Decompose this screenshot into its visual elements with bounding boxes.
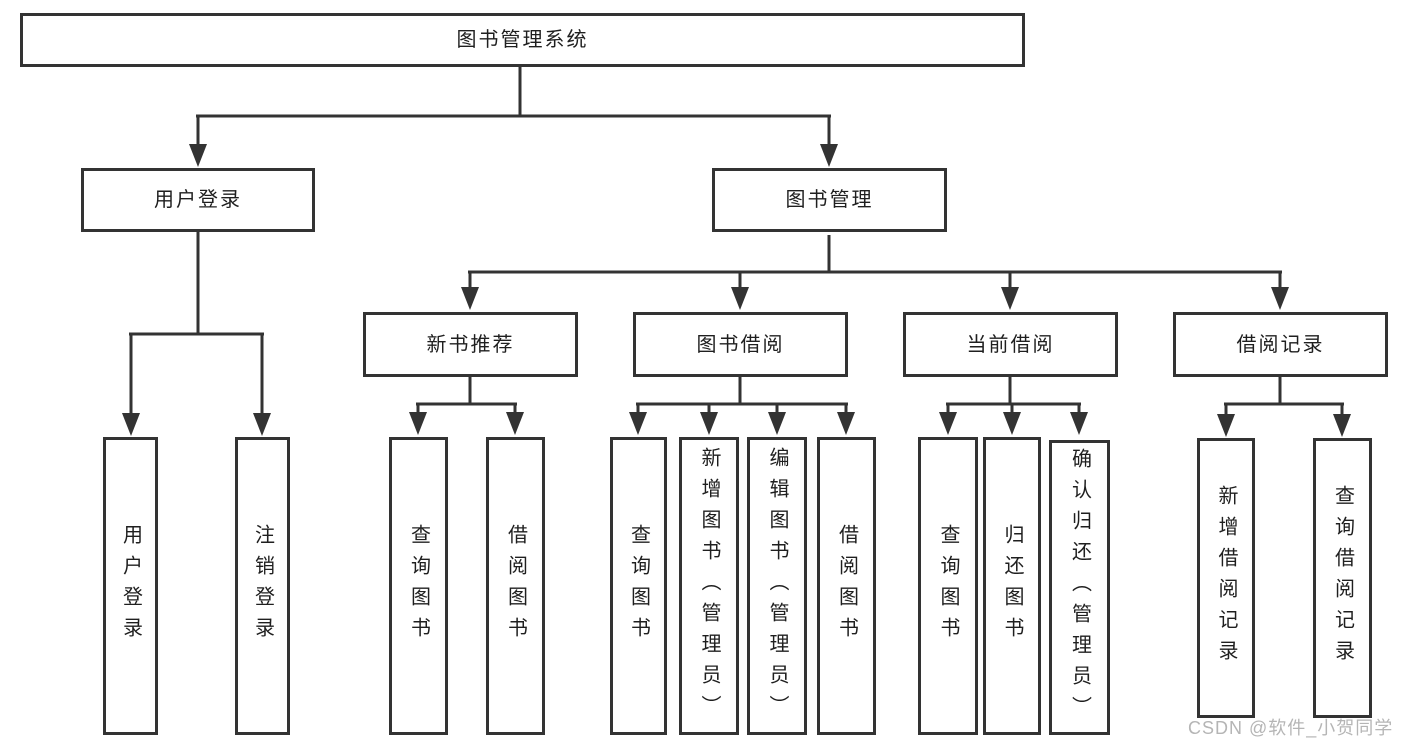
leaf-query-book-borrow: 查询图书 bbox=[610, 437, 667, 735]
arrow-down-icon bbox=[629, 412, 647, 435]
watermark: CSDN @软件_小贺同学 bbox=[1188, 718, 1394, 738]
arrow-down-icon bbox=[189, 144, 207, 167]
arrow-down-icon bbox=[700, 412, 718, 435]
leaf-user-login-label: 用户登录 bbox=[119, 524, 142, 648]
node-root-label: 图书管理系统 bbox=[456, 29, 589, 51]
node-user-login-label: 用户登录 bbox=[154, 189, 242, 211]
node-book-borrow: 图书借阅 bbox=[633, 312, 848, 377]
arrow-down-icon bbox=[837, 412, 855, 435]
leaf-confirm-return-admin: 确认归还（管理员） bbox=[1049, 440, 1110, 735]
connector-user-login-to-leaves bbox=[129, 232, 264, 414]
leaf-return-book-label: 归还图书 bbox=[1001, 524, 1023, 648]
leaf-add-borrow-record: 新增借阅记录 bbox=[1197, 438, 1255, 718]
arrow-down-icon bbox=[1001, 287, 1019, 310]
leaf-return-book: 归还图书 bbox=[983, 437, 1041, 735]
arrow-down-icon bbox=[939, 412, 957, 435]
node-book-management-label: 图书管理 bbox=[785, 189, 874, 211]
leaf-query-borrow-record: 查询借阅记录 bbox=[1313, 438, 1372, 718]
arrow-down-icon bbox=[122, 413, 140, 436]
node-new-book-recommend-label: 新书推荐 bbox=[426, 333, 515, 356]
leaf-query-borrow-record-label: 查询借阅记录 bbox=[1331, 485, 1354, 671]
leaf-borrow-book-recommend: 借阅图书 bbox=[486, 437, 545, 735]
arrow-down-icon bbox=[768, 412, 786, 435]
leaf-query-book-recommend-label: 查询图书 bbox=[407, 524, 430, 648]
node-root: 图书管理系统 bbox=[20, 13, 1025, 67]
leaf-query-book-current-label: 查询图书 bbox=[937, 524, 959, 648]
node-new-book-recommend: 新书推荐 bbox=[363, 312, 578, 377]
node-current-borrow-label: 当前借阅 bbox=[966, 333, 1055, 356]
connector-book-management-to-level3 bbox=[468, 235, 1282, 288]
leaf-borrow-book-recommend-label: 借阅图书 bbox=[504, 524, 527, 648]
node-book-borrow-label: 图书借阅 bbox=[696, 333, 785, 356]
arrow-down-icon bbox=[820, 144, 838, 167]
leaf-edit-book-admin: 编辑图书（管理员） bbox=[747, 437, 807, 735]
arrow-down-icon bbox=[1003, 412, 1021, 435]
arrow-down-icon bbox=[506, 412, 524, 435]
connector-current-borrow-to-leaves bbox=[946, 377, 1081, 414]
arrow-down-icon bbox=[1333, 414, 1351, 437]
arrow-down-icon bbox=[461, 287, 479, 310]
leaf-edit-book-admin-label: 编辑图书（管理员） bbox=[766, 446, 788, 726]
arrow-down-icon bbox=[253, 413, 271, 436]
leaf-logout: 注销登录 bbox=[235, 437, 290, 735]
connector-book-borrow-to-leaves bbox=[636, 377, 848, 414]
node-book-management: 图书管理 bbox=[712, 168, 947, 232]
leaf-borrow-book-label: 借阅图书 bbox=[835, 524, 858, 648]
arrow-down-icon bbox=[1271, 287, 1289, 310]
connector-new-book-recommend-to-leaves bbox=[416, 377, 517, 414]
arrow-down-icon bbox=[409, 412, 427, 435]
arrow-down-icon bbox=[1070, 412, 1088, 435]
node-user-login: 用户登录 bbox=[81, 168, 315, 232]
leaf-add-book-admin-label: 新增图书（管理员） bbox=[698, 446, 720, 726]
arrow-down-icon bbox=[1217, 414, 1235, 437]
node-borrow-records: 借阅记录 bbox=[1173, 312, 1388, 377]
connector-borrow-records-to-leaves bbox=[1224, 377, 1344, 415]
leaf-borrow-book: 借阅图书 bbox=[817, 437, 876, 735]
leaf-add-borrow-record-label: 新增借阅记录 bbox=[1215, 485, 1237, 671]
node-current-borrow: 当前借阅 bbox=[903, 312, 1118, 377]
node-borrow-records-label: 借阅记录 bbox=[1236, 333, 1325, 356]
leaf-user-login: 用户登录 bbox=[103, 437, 158, 735]
leaf-confirm-return-admin-label: 确认归还（管理员） bbox=[1068, 448, 1091, 727]
leaf-query-book-borrow-label: 查询图书 bbox=[627, 524, 650, 648]
connector-root-to-level2 bbox=[196, 67, 831, 146]
leaf-add-book-admin: 新增图书（管理员） bbox=[679, 437, 739, 735]
leaf-query-book-current: 查询图书 bbox=[918, 437, 978, 735]
arrow-down-icon bbox=[731, 287, 749, 310]
leaf-query-book-recommend: 查询图书 bbox=[389, 437, 448, 735]
leaf-logout-label: 注销登录 bbox=[251, 524, 274, 648]
